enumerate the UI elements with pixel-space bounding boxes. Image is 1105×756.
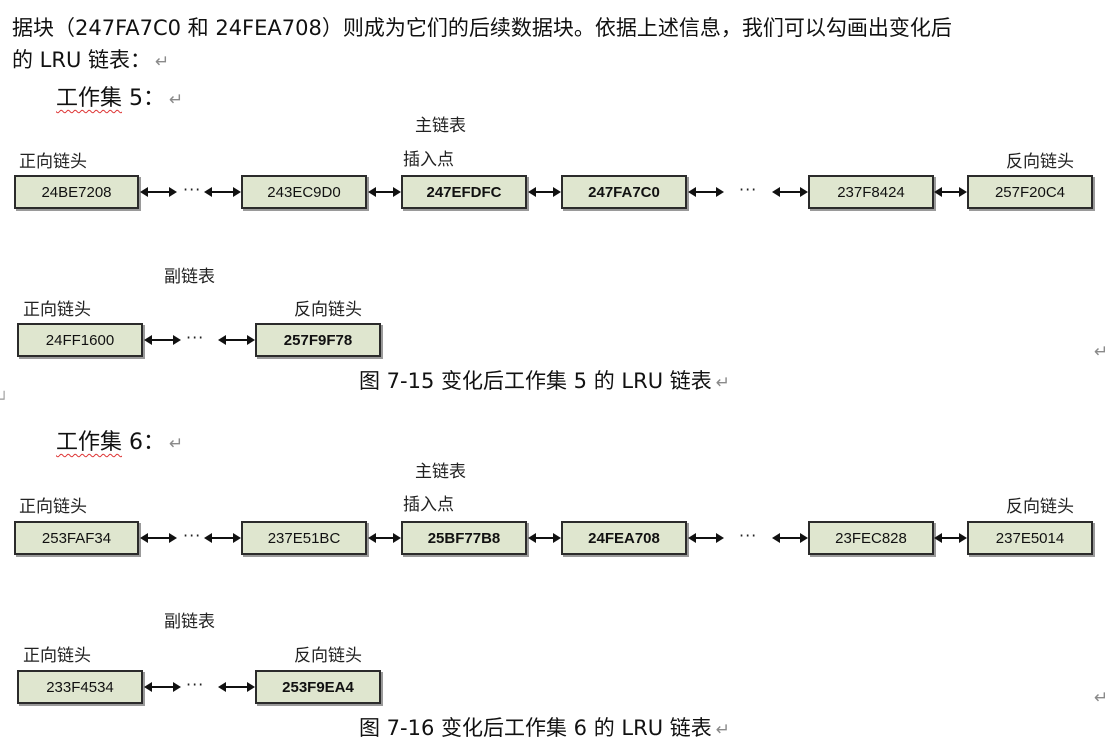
- double-arrow-icon: [204, 187, 241, 197]
- double-arrow-icon: [368, 533, 401, 543]
- sub-forward-head-label: 正向链头: [23, 646, 91, 666]
- ellipsis: ···: [183, 526, 202, 545]
- main-node-1: 253FAF34: [14, 521, 139, 555]
- double-arrow-icon: [934, 533, 967, 543]
- double-arrow-icon: [140, 533, 177, 543]
- double-arrow-icon: [688, 187, 724, 197]
- sub-reverse-head-label: 反向链头: [294, 300, 362, 320]
- main-node-2: 243EC9D0: [241, 175, 367, 209]
- main-node-2: 237E51BC: [241, 521, 367, 555]
- caption-text: 图 7-16 变化后工作集 6 的 LRU 链表: [359, 716, 712, 740]
- working-set-6-num: 6：: [122, 430, 166, 455]
- reverse-head-label: 反向链头: [1006, 152, 1074, 172]
- main-node-6: 257F20C4: [967, 175, 1093, 209]
- double-arrow-icon: [772, 533, 808, 543]
- insert-point-label: 插入点: [403, 495, 454, 515]
- main-node-5: 237F8424: [808, 175, 934, 209]
- double-arrow-icon: [528, 533, 561, 543]
- forward-head-label: 正向链头: [19, 152, 87, 172]
- main-list-label: 主链表: [415, 462, 466, 482]
- working-set-6-word: 工作集: [56, 430, 123, 455]
- working-set-5-word: 工作集: [56, 86, 123, 111]
- ellipsis: ···: [739, 180, 758, 199]
- main-node-5: 23FEC828: [808, 521, 934, 555]
- intro-line-1: 据块（247FA7C0 和 24FEA708）则成为它们的后续数据块。依据上述信…: [12, 16, 952, 40]
- intro-line-2-text: 的 LRU 链表：: [12, 48, 152, 72]
- double-arrow-icon: [528, 187, 561, 197]
- working-set-5-title: 工作集 5：↵: [56, 80, 183, 112]
- double-arrow-icon: [218, 335, 255, 345]
- ellipsis: ···: [186, 328, 205, 347]
- main-node-insert: 25BF77B8: [401, 521, 527, 555]
- paragraph-mark-icon: ↵: [1094, 342, 1105, 362]
- reverse-head-label: 反向链头: [1006, 497, 1074, 517]
- paragraph-mark-icon: ↵: [715, 373, 730, 393]
- double-arrow-icon: [140, 187, 177, 197]
- sub-reverse-head-label: 反向链头: [294, 646, 362, 666]
- double-arrow-icon: [144, 335, 181, 345]
- main-node-4: 24FEA708: [561, 521, 687, 555]
- sub-node-2: 257F9F78: [255, 323, 381, 357]
- paragraph-mark-icon: ↵: [169, 90, 184, 110]
- double-arrow-icon: [368, 187, 401, 197]
- sub-node-2: 253F9EA4: [255, 670, 381, 704]
- intro-line-2: 的 LRU 链表：↵: [12, 45, 169, 77]
- main-node-4: 247FA7C0: [561, 175, 687, 209]
- sub-forward-head-label: 正向链头: [23, 300, 91, 320]
- paragraph-mark-icon: ↵: [715, 720, 730, 740]
- main-list-label: 主链表: [415, 116, 466, 136]
- figure-caption-7-15: 图 7-15 变化后工作集 5 的 LRU 链表↵: [359, 365, 730, 395]
- page-corner-mark: ┘: [0, 392, 9, 408]
- ellipsis: ···: [186, 675, 205, 694]
- paragraph-mark-icon: ↵: [155, 52, 170, 72]
- double-arrow-icon: [934, 187, 967, 197]
- paragraph-mark-icon: ↵: [1094, 688, 1105, 708]
- double-arrow-icon: [772, 187, 808, 197]
- working-set-6-title: 工作集 6：↵: [56, 424, 183, 456]
- ellipsis: ···: [183, 180, 202, 199]
- sub-node-1: 233F4534: [17, 670, 143, 704]
- double-arrow-icon: [688, 533, 724, 543]
- sub-node-1: 24FF1600: [17, 323, 143, 357]
- sub-list-label: 副链表: [164, 267, 215, 287]
- double-arrow-icon: [218, 682, 255, 692]
- double-arrow-icon: [204, 533, 241, 543]
- forward-head-label: 正向链头: [19, 497, 87, 517]
- figure-caption-7-16: 图 7-16 变化后工作集 6 的 LRU 链表↵: [359, 712, 730, 742]
- ellipsis: ···: [739, 526, 758, 545]
- main-node-1: 24BE7208: [14, 175, 139, 209]
- caption-text: 图 7-15 变化后工作集 5 的 LRU 链表: [359, 369, 712, 393]
- insert-point-label: 插入点: [403, 150, 454, 170]
- paragraph-mark-icon: ↵: [169, 434, 184, 454]
- double-arrow-icon: [144, 682, 181, 692]
- main-node-6: 237E5014: [967, 521, 1093, 555]
- sub-list-label: 副链表: [164, 612, 215, 632]
- working-set-5-num: 5：: [122, 86, 166, 111]
- main-node-insert: 247EFDFC: [401, 175, 527, 209]
